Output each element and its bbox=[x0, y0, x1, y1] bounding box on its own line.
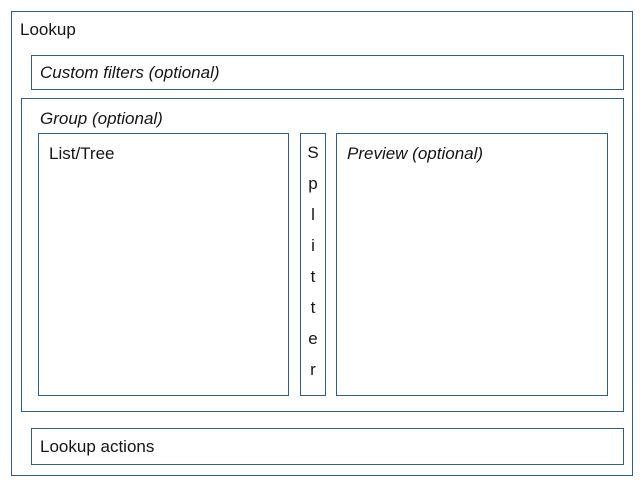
splitter-handle[interactable] bbox=[300, 133, 326, 396]
group-label: Group (optional) bbox=[40, 109, 163, 128]
lookup-actions-label: Lookup actions bbox=[40, 437, 155, 456]
lookup-actions-bar[interactable] bbox=[31, 428, 624, 465]
custom-filters-label: Custom filters (optional) bbox=[40, 63, 220, 82]
list-tree-label: List/Tree bbox=[49, 144, 115, 163]
list-tree-panel[interactable] bbox=[38, 133, 289, 396]
preview-panel[interactable] bbox=[336, 133, 608, 396]
custom-filters-panel[interactable] bbox=[31, 55, 624, 90]
preview-label: Preview (optional) bbox=[347, 144, 484, 163]
lookup-window-title: Lookup bbox=[20, 20, 76, 39]
